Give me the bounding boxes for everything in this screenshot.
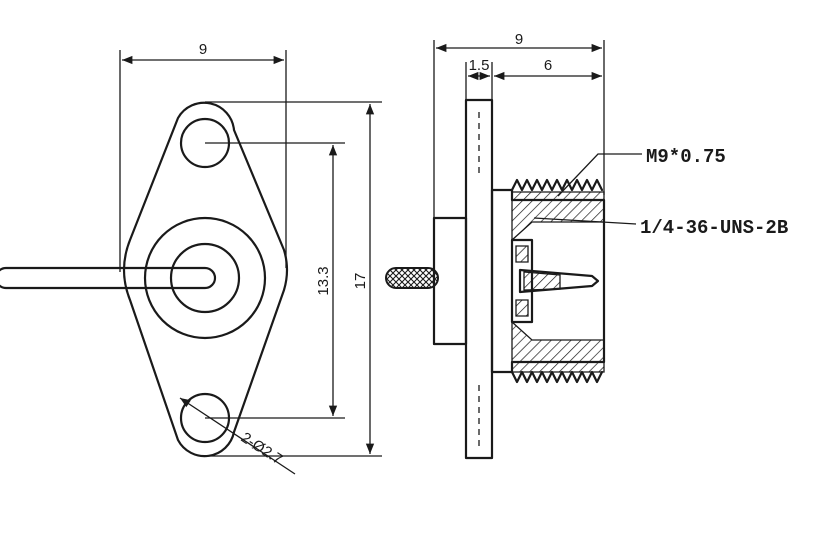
hole-spacing-dim: 13.3 [315, 266, 332, 295]
side-view: 9 1.5 6 M9*0.75 1/ [385, 31, 788, 460]
flange-outline [122, 101, 289, 458]
thread-callout-1-leader [557, 153, 642, 197]
upper-thread-teeth [510, 178, 604, 192]
insulator [510, 238, 534, 324]
rear-pin [385, 267, 439, 289]
flange-plate [464, 98, 494, 460]
upper-section-hatch [511, 191, 605, 242]
center-boss-inner [169, 242, 241, 314]
insulator-hatch [515, 245, 529, 317]
height-dim: 17 [352, 273, 369, 290]
center-boss-outer [143, 216, 267, 340]
side-thread-dim: 6 [544, 57, 552, 74]
hole-callout-leader [179, 397, 296, 475]
contact-pin [518, 268, 600, 294]
side-overall-dim: 9 [515, 31, 523, 48]
thread-callout-1: M9*0.75 [646, 146, 726, 168]
thread-callout-2: 1/4-36-UNS-2B [640, 217, 788, 239]
side-flange-dim: 1.5 [469, 57, 490, 74]
contact-pin-hatch [523, 271, 561, 291]
hole-callout: 2-Ø2.7 [238, 429, 286, 468]
lower-section-hatch [511, 320, 605, 373]
rear-boss [432, 216, 468, 346]
thread-callout-2-leader [533, 217, 637, 225]
lower-thread-teeth [510, 370, 604, 384]
front-width-dim: 9 [199, 41, 207, 58]
wire-lead [0, 266, 217, 290]
front-view: 9 13.3 17 2-Ø2.7 [0, 41, 382, 475]
